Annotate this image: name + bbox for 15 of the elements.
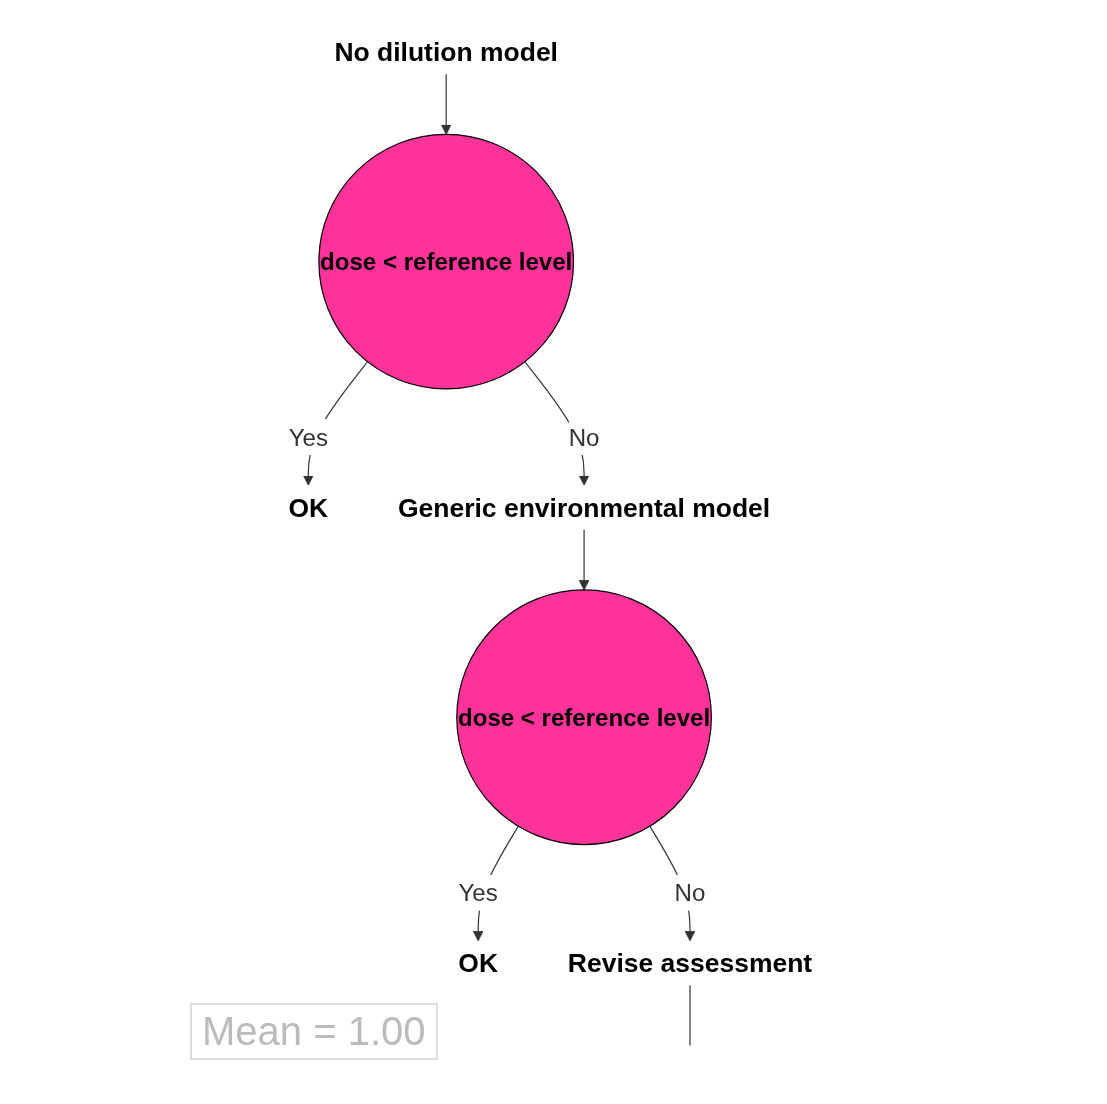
chart-annotation: Mean = 1.00 <box>190 1003 438 1060</box>
edge-label: No <box>674 879 706 906</box>
node-text: OK <box>288 492 328 523</box>
edge-label: Yes <box>458 879 498 906</box>
node-text: No dilution model <box>334 36 558 67</box>
connector <box>689 984 691 1047</box>
node-text: Revise assessment <box>567 948 812 979</box>
node-text: OK <box>458 948 498 979</box>
node-text: Generic environmental model <box>397 492 770 523</box>
node-circle: dose < reference level <box>455 589 712 846</box>
arrow <box>578 529 590 591</box>
edge-label: Yes <box>288 423 328 451</box>
node-circle: dose < reference level <box>317 133 574 390</box>
arrow <box>440 73 452 135</box>
edge-label: No <box>568 423 600 451</box>
